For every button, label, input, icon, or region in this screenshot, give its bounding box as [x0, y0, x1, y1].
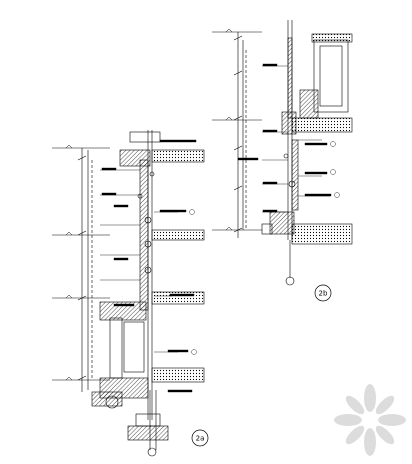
leaders-2a: [100, 139, 197, 393]
floor-slabs-2a: [99, 149, 205, 399]
floor-slab-2b-lower: [261, 211, 353, 245]
callout-2b: 2b: [314, 284, 332, 302]
axis-marker-2b: [285, 240, 295, 286]
cladding-2b: [283, 139, 299, 211]
callout-2b-label: 2b: [319, 290, 328, 298]
fixtures-2a: [109, 171, 155, 379]
window-frame-2b: [299, 33, 353, 119]
floor-slab-2b-upper: [281, 111, 353, 135]
flower-watermark-icon: [334, 384, 406, 456]
detail-2b: [212, 20, 353, 286]
detail-2a: [52, 130, 205, 457]
level-marks-2b: [212, 28, 262, 231]
dimension-line-2b: [233, 32, 247, 238]
callout-2a: 2a: [191, 429, 209, 447]
foundation-2a: [91, 390, 169, 457]
leaders-2b: [237, 63, 340, 213]
callout-2a-label: 2a: [196, 435, 205, 443]
level-marks-2a: [52, 144, 110, 381]
dimension-line-2a: [77, 148, 93, 392]
